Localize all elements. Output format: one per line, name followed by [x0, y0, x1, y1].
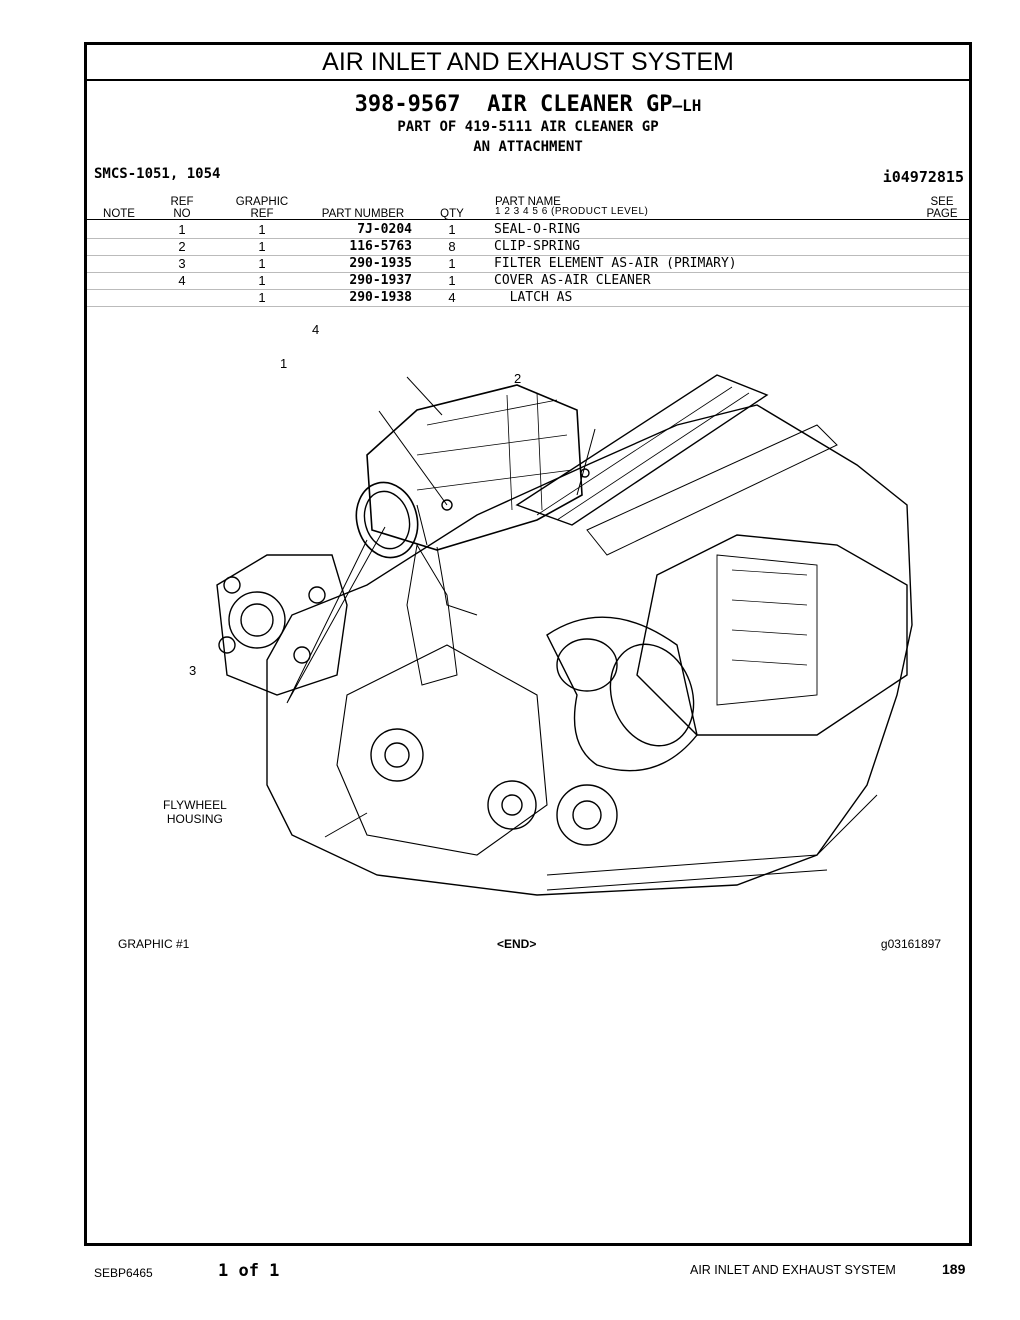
front-housing — [216, 554, 348, 696]
leader-4 — [406, 376, 443, 416]
leader-flywheel — [324, 812, 368, 838]
header-part-number: PART NUMBER — [321, 208, 405, 220]
page-frame: AIR INLET AND EXHAUST SYSTEM 398-9567 AI… — [84, 42, 972, 1246]
engine-illustration — [216, 374, 913, 896]
attachment-line: AN ATTACHMENT — [473, 139, 583, 155]
callout-2: 2 — [514, 371, 522, 386]
group-title: 398-9567 AIR CLEANER GP—LH — [87, 92, 969, 117]
air-cleaner-assembly — [355, 384, 590, 616]
air-cleaner-cover — [366, 384, 583, 551]
group-name: AIR CLEANER GP — [487, 92, 673, 117]
smcs-code: SMCS-1051, 1054 — [94, 166, 221, 182]
graphic-id: g03161897 — [880, 937, 941, 951]
group-number: 398-9567 — [354, 92, 461, 117]
header-part-name: PART NAME — [495, 196, 561, 208]
leader-1 — [378, 410, 448, 506]
footer-page-of: 1 of 1 — [218, 1261, 280, 1281]
engine-block-outline — [266, 404, 913, 896]
inlet-elbow — [546, 616, 698, 772]
valve-cover — [515, 374, 769, 526]
footer-page-number: 189 — [942, 1261, 966, 1277]
doc-id: i04972815 — [882, 168, 964, 186]
footer-doc-number: SEBP6465 — [94, 1266, 153, 1280]
header-product-level: 1 2 3 4 5 6 (PRODUCT LEVEL) — [495, 206, 649, 217]
turbo-housing — [636, 534, 908, 736]
callout-4: 4 — [312, 322, 320, 337]
section-title: AIR INLET AND EXHAUST SYSTEM — [87, 45, 969, 81]
callout-1: 1 — [280, 356, 288, 371]
header-qty: QTY — [440, 208, 464, 220]
header-divider — [87, 219, 969, 220]
leader-2 — [576, 428, 596, 496]
end-marker: <END> — [497, 937, 537, 951]
graphic-caption: GRAPHIC #1 — [118, 937, 190, 951]
part-of-line: PART OF 419-5111 AIR CLEANER GP — [397, 119, 659, 135]
group-suffix: —LH — [672, 96, 702, 115]
leader-3 — [286, 526, 386, 704]
footer-section: AIR INLET AND EXHAUST SYSTEM — [690, 1263, 896, 1277]
callout-3: 3 — [189, 663, 197, 678]
header-note: NOTE — [103, 208, 135, 220]
air-cleaner-inlet — [355, 481, 419, 559]
